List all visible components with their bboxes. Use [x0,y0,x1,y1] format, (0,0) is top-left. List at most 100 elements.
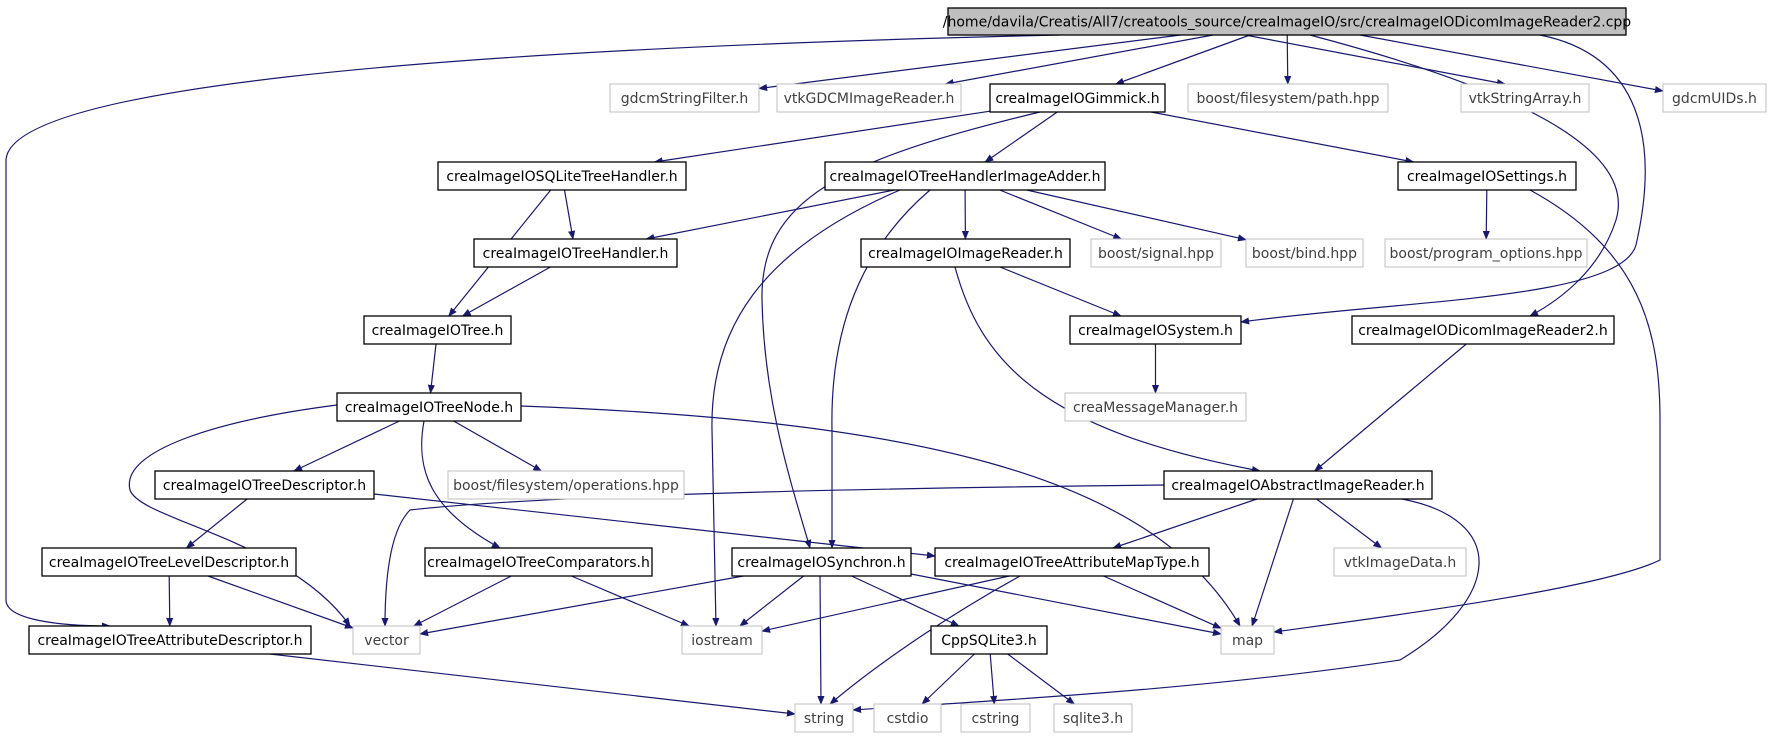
node-AbstractImageReader[interactable]: creaImageIOAbstractImageReader.h [1163,470,1433,500]
edge-TreeAttributeMapType-to-map [1103,575,1222,629]
node-label: cstdio [887,711,929,727]
node-iostream: iostream [681,625,763,655]
node-box [1460,83,1590,113]
node-box [1351,315,1615,345]
edge-TreeHandlerImageAdder-to-TreeHandler [645,189,895,241]
edge-TreeNode-to-map [520,405,1241,627]
node-box [41,547,297,577]
edge-TreeAttributeMapType-to-iostream [761,575,1010,633]
node-bfsPath: boost/filesystem/path.hpp [1187,83,1389,113]
node-TreeHandler[interactable]: creaImageIOTreeHandler.h [473,238,678,268]
edge-TreeHandler-to-Tree [461,266,551,317]
node-label: creaImageIOTreeLevelDescriptor.h [49,555,289,571]
edge-ImageReader-to-System [999,266,1122,317]
edge-CppSQLite3-to-cstdio [921,653,975,705]
node-TreeLevelDescriptor[interactable]: creaImageIOTreeLevelDescriptor.h [41,547,297,577]
node-box [437,161,687,191]
node-box [824,161,1106,191]
edge-ImageReader-to-AbstractImageReader [954,266,1261,474]
node-root[interactable]: /home/davila/Creatis/All7/creatools_sour… [943,7,1632,36]
node-label: boost/program_options.hpp [1390,246,1583,262]
node-box [1333,547,1467,577]
node-box [860,238,1071,268]
edge-root-to-Gimmick [1114,34,1251,85]
node-box [473,238,678,268]
node-label: boost/bind.hpp [1252,246,1357,262]
node-TreeAttributeMapType[interactable]: creaImageIOTreeAttributeMapType.h [934,547,1210,577]
edge-Synchron-to-string [817,575,825,705]
node-TreeDescriptor[interactable]: creaImageIOTreeDescriptor.h [154,470,375,500]
node-string: string [794,703,854,733]
node-label: boost/filesystem/operations.hpp [453,478,679,494]
node-CppSQLite3[interactable]: CppSQLite3.h [930,625,1048,655]
node-map: map [1220,625,1275,655]
node-TreeAttributeDescriptor[interactable]: creaImageIOTreeAttributeDescriptor.h [28,625,312,655]
node-label: creaImageIOTreeNode.h [345,400,513,416]
edge-root-to-bfsPath [1284,34,1292,85]
node-label: creaImageIODicomImageReader2.h [1358,323,1608,339]
edge-TreeHandlerImageAdder-to-Synchron [828,189,931,549]
node-label: vtkGDCMImageReader.h [784,91,955,107]
node-Gimmick[interactable]: creaImageIOGimmick.h [989,83,1166,113]
edge-root-to-TreeAttributeDescriptor [5,34,1061,630]
node-box [336,392,522,422]
node-sqlite3: sqlite3.h [1053,703,1133,733]
edge-SQLiteTreeHandler-to-TreeHandler [563,189,576,240]
edge-root-to-System [1240,34,1646,325]
node-box [681,625,763,655]
nodes-layer: /home/davila/Creatis/All7/creatools_sour… [28,7,1767,733]
node-boostBind: boost/bind.hpp [1245,238,1364,268]
node-box [930,625,1048,655]
node-label: creaImageIOSettings.h [1407,169,1567,185]
edge-TreeNode-to-vector [128,404,351,627]
node-label: vtkStringArray.h [1469,91,1582,107]
node-TreeHandlerImageAdder[interactable]: creaImageIOTreeHandlerImageAdder.h [824,161,1106,191]
node-box [947,7,1627,36]
node-label: creaImageIOTreeAttributeDescriptor.h [37,633,302,649]
node-box [1187,83,1389,113]
node-box [1662,83,1767,113]
edge-Synchron-to-iostream [739,575,804,627]
node-label: gdcmUIDs.h [1672,91,1757,107]
node-Settings[interactable]: creaImageIOSettings.h [1397,161,1577,191]
node-SQLiteTreeHandler[interactable]: creaImageIOSQLiteTreeHandler.h [437,161,687,191]
node-label: /home/davila/Creatis/All7/creatools_sour… [943,15,1632,31]
node-box [352,625,421,655]
node-label: map [1232,633,1263,649]
node-Synchron[interactable]: creaImageIOSynchron.h [731,547,912,577]
node-label: iostream [691,633,753,649]
node-box [794,703,854,733]
node-creaMessageManager: creaMessageManager.h [1064,392,1247,422]
node-vtkGDCMImageReader: vtkGDCMImageReader.h [776,83,962,113]
node-Tree[interactable]: creaImageIOTree.h [363,315,512,345]
edge-CppSQLite3-to-cstring [989,653,998,705]
node-box [989,83,1166,113]
node-gdcmStringFilter: gdcmStringFilter.h [609,83,760,113]
edge-TreeDescriptor-to-TreeLevelDescriptor [185,498,248,549]
edge-DicomImageReader2-to-AbstractImageReader [1314,343,1467,472]
node-box [1053,703,1133,733]
edge-TreeAttributeMapType-to-string [829,575,1021,705]
node-DicomImageReader2[interactable]: creaImageIODicomImageReader2.h [1351,315,1615,345]
edge-root-to-gdcmUIDs [1359,34,1664,94]
node-TreeNode[interactable]: creaImageIOTreeNode.h [336,392,522,422]
edge-TreeComparators-to-iostream [571,575,690,627]
node-box [28,625,312,655]
node-TreeComparators[interactable]: creaImageIOTreeComparators.h [424,547,653,577]
node-box [1064,392,1247,422]
node-label: vector [364,633,409,649]
edge-root-to-gdcmStringFilter [758,34,1181,92]
edge-TreeHandlerImageAdder-to-boostSignal [999,189,1123,240]
node-label: boost/filesystem/path.hpp [1196,91,1379,107]
edge-Synchron-to-map [910,573,1222,636]
node-label: creaImageIOGimmick.h [995,91,1159,107]
node-System[interactable]: creaImageIOSystem.h [1069,315,1242,345]
node-ImageReader[interactable]: creaImageIOImageReader.h [860,238,1071,268]
node-vtkImageData: vtkImageData.h [1333,547,1467,577]
node-boostProgOpts: boost/program_options.hpp [1384,238,1588,268]
node-vector: vector [352,625,421,655]
node-label: gdcmStringFilter.h [621,91,749,107]
edge-Gimmick-to-Synchron [761,111,1041,549]
edge-AbstractImageReader-to-vector [381,484,1165,627]
